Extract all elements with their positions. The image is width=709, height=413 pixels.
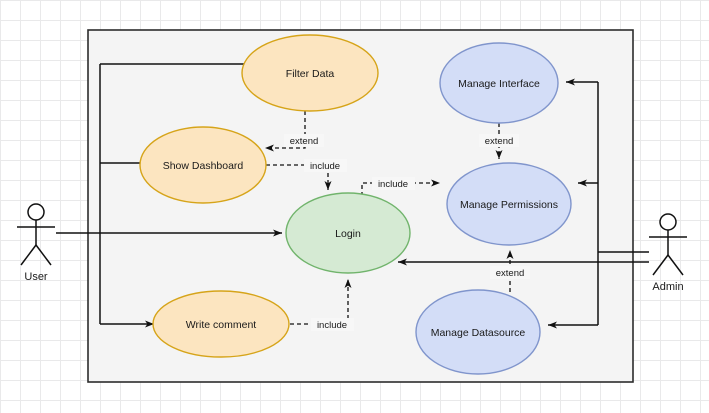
use-case-show-dashboard-label: Show Dashboard [163, 160, 244, 172]
use-case-manage-interface-label: Manage Interface [458, 78, 540, 90]
use-case-login[interactable]: Login [285, 192, 411, 274]
use-case-manage-datasource-shape [415, 289, 541, 375]
admin-head-icon [659, 213, 677, 231]
rel-label-extend-filter-data: extend [284, 134, 324, 147]
use-case-manage-permissions-label: Manage Permissions [460, 199, 558, 211]
rel-label-include-show-dashboard-text: include [310, 161, 340, 172]
use-case-manage-interface[interactable]: Manage Interface [439, 42, 559, 124]
rel-label-include-show-dashboard: include [304, 159, 347, 172]
use-case-show-dashboard-shape [139, 126, 267, 204]
rel-label-include-manage-permissions-text: include [378, 179, 408, 190]
user-left-leg-icon [20, 244, 37, 266]
use-case-write-comment-label: Write comment [186, 319, 256, 331]
use-case-show-dashboard[interactable]: Show Dashboard [139, 126, 267, 204]
use-case-filter-data-label: Filter Data [286, 68, 335, 80]
actor-admin[interactable]: Admin [649, 213, 687, 293]
rel-label-extend-manage-interface-bg [479, 134, 519, 147]
use-case-filter-data-shape [241, 34, 379, 112]
actor-user-label: User [24, 271, 48, 283]
use-case-manage-datasource[interactable]: Manage Datasource [415, 289, 541, 375]
rel-label-include-show-dashboard-bg [304, 159, 347, 172]
admin-right-leg-icon [667, 254, 684, 276]
rel-label-extend-manage-datasource: extend [490, 266, 530, 279]
use-case-login-shape [285, 192, 411, 274]
admin-left-leg-icon [652, 254, 669, 276]
user-right-leg-icon [35, 244, 52, 266]
actor-admin-label: Admin [652, 281, 683, 293]
use-case-login-label: Login [335, 228, 361, 240]
dep-show-dashboard-include-login [266, 164, 332, 190]
rel-label-extend-manage-interface: extend [479, 134, 519, 147]
actor-user[interactable]: User [17, 203, 55, 283]
use-case-filter-data[interactable]: Filter Data [241, 34, 379, 112]
user-head-icon [27, 203, 45, 221]
dep-filter-data-extend-show-dashboard [265, 111, 306, 152]
use-case-manage-permissions-shape [446, 162, 572, 246]
rel-label-include-write-comment-text: include [317, 320, 347, 331]
rel-label-extend-manage-datasource-text: extend [496, 268, 525, 279]
rel-label-include-write-comment: include [311, 318, 354, 331]
rel-label-extend-filter-data-text: extend [290, 136, 319, 147]
use-case-write-comment-shape [152, 290, 290, 358]
use-case-write-comment[interactable]: Write comment [152, 290, 290, 358]
rel-label-include-manage-permissions: include [372, 177, 415, 190]
rel-label-extend-manage-interface-text: extend [485, 136, 514, 147]
rel-label-extend-manage-datasource-bg [490, 266, 530, 279]
rel-label-include-write-comment-bg [311, 318, 354, 331]
rel-label-extend-filter-data-bg [284, 134, 324, 147]
rel-label-include-manage-permissions-bg [372, 177, 415, 190]
use-case-manage-datasource-label: Manage Datasource [431, 327, 526, 339]
use-case-manage-permissions[interactable]: Manage Permissions [446, 162, 572, 246]
use-case-manage-interface-shape [439, 42, 559, 124]
